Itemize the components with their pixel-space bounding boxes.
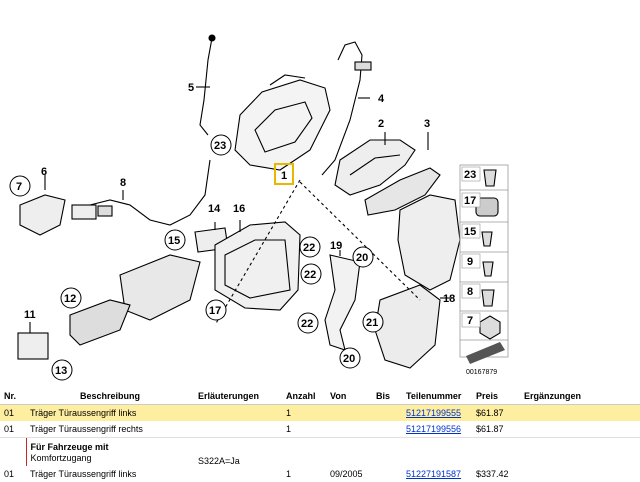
cell-from: 09/2005: [330, 469, 363, 479]
label-6: 6: [41, 166, 47, 178]
part-number-link[interactable]: 51217199555: [406, 408, 462, 418]
cell-description: Träger Türaussengriff links: [30, 469, 137, 479]
table-header-row: Nr. Beschreibung Erläuterungen Anzahl Vo…: [0, 388, 640, 405]
cell-from: [326, 404, 372, 421]
table-row[interactable]: 01 Träger Türaussengriff links 1 09/2005…: [0, 466, 640, 482]
cell-nr: 01: [4, 469, 15, 479]
label-4: 4: [378, 93, 385, 105]
label-13: 13: [55, 365, 67, 377]
cell-part-number: 51217199556: [402, 421, 472, 438]
table-row[interactable]: 01 Träger Türaussengriff links 1 5121719…: [0, 404, 640, 421]
cell-from: [326, 421, 372, 438]
note-title: Für Fahrzeuge mit: [30, 442, 109, 452]
label-16: 16: [233, 203, 245, 215]
cell-price: $61.87: [472, 404, 520, 421]
label-12: 12: [64, 293, 76, 305]
label-11: 11: [24, 309, 36, 321]
cell-notes: [194, 421, 282, 438]
label-21: 21: [366, 317, 378, 329]
label-19: 19: [330, 240, 342, 252]
label-14: 14: [208, 203, 221, 215]
label-7: 7: [16, 181, 22, 193]
note-subtitle: Komfortzugang: [30, 453, 92, 463]
col-header-description: Beschreibung: [26, 388, 194, 405]
parts-table: Nr. Beschreibung Erläuterungen Anzahl Vo…: [0, 388, 640, 482]
cell-notes: [194, 404, 282, 421]
parts-diagram: 1 2 3 4 5 6 7 8 11 12 13 14 15 16 17 18 …: [9, 34, 509, 381]
cell-quantity: 1: [286, 469, 292, 479]
label-8: 8: [120, 177, 126, 189]
label-22c: 22: [301, 318, 313, 330]
cell-quantity: 1: [282, 421, 326, 438]
cell-to: [372, 421, 402, 438]
label-5: 5: [188, 82, 194, 94]
col-header-to: Bis: [372, 388, 402, 405]
label-20a: 20: [356, 252, 368, 264]
cell-description: Träger Türaussengriff links: [26, 404, 194, 421]
label-17: 17: [209, 305, 221, 317]
col-header-notes: Erläuterungen: [194, 388, 282, 405]
part-number-link[interactable]: 51227191587: [406, 469, 462, 479]
cell-description: Träger Türaussengriff rechts: [26, 421, 194, 438]
side-label-15: 15: [464, 226, 476, 238]
side-label-23: 23: [464, 169, 476, 181]
label-2: 2: [378, 118, 384, 130]
col-header-nr: Nr.: [0, 388, 26, 405]
label-3: 3: [424, 118, 430, 130]
label-20b: 20: [343, 353, 355, 365]
cell-part-number: 51227191587: [402, 466, 472, 482]
col-header-price: Preis: [472, 388, 520, 405]
col-header-supplements: Ergänzungen: [520, 388, 640, 405]
note-condition: S322A=Ja: [198, 456, 240, 466]
cell-nr: 01: [0, 404, 26, 421]
label-15: 15: [168, 235, 180, 247]
col-header-quantity: Anzahl: [282, 388, 326, 405]
cell-supplements: [520, 404, 640, 421]
cell-quantity: 1: [282, 404, 326, 421]
label-18: 18: [443, 293, 455, 305]
diagram-reference-number: 00167879: [466, 369, 497, 376]
cell-nr: 01: [0, 421, 26, 438]
cell-supplements: [520, 421, 640, 438]
note-cell: Für Fahrzeuge mit Komfortzugang: [25, 437, 194, 466]
cell-price: $61.87: [472, 421, 520, 438]
side-label-9: 9: [467, 256, 473, 268]
side-label-7: 7: [467, 315, 473, 327]
side-label-17: 17: [464, 195, 476, 207]
label-23: 23: [214, 140, 226, 152]
cell-price: $337.42: [476, 469, 509, 479]
label-22a: 22: [303, 242, 315, 254]
side-label-8: 8: [467, 286, 473, 298]
cell-to: [372, 404, 402, 421]
label-1: 1: [281, 170, 287, 182]
cell-part-number: 51217199555: [402, 404, 472, 421]
table-row[interactable]: 01 Träger Türaussengriff rechts 1 512171…: [0, 421, 640, 438]
col-header-from: Von: [326, 388, 372, 405]
label-22b: 22: [304, 269, 316, 281]
table-note-row: Für Fahrzeuge mit Komfortzugang S322A=Ja: [0, 437, 640, 466]
col-header-part-number: Teilenummer: [402, 388, 472, 405]
part-number-link[interactable]: 51217199556: [406, 424, 462, 434]
